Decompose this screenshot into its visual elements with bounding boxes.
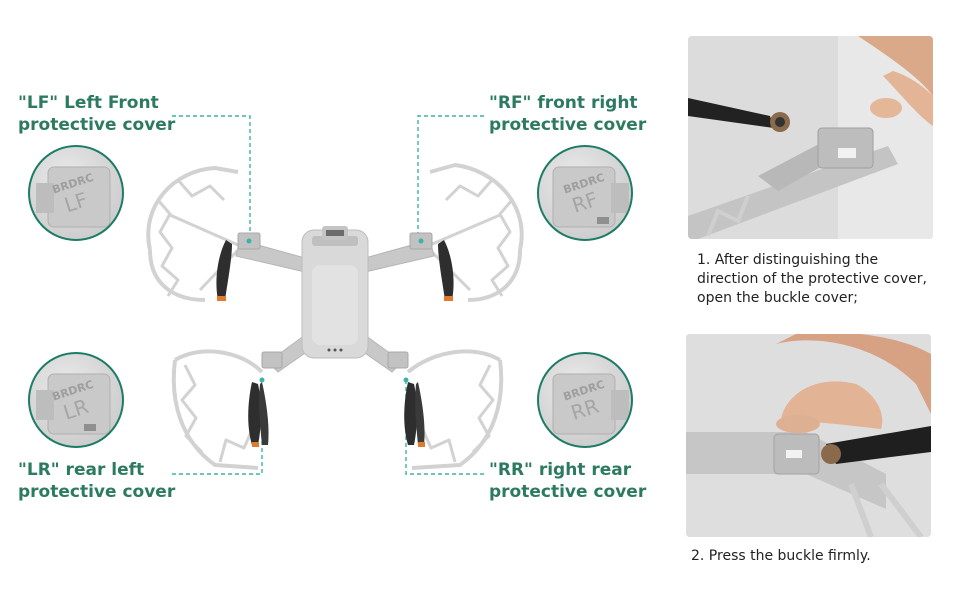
label-lf-line2: protective cover	[18, 115, 176, 135]
step2-photo	[686, 334, 931, 537]
cover-rr-icon: BRDRC RR	[552, 373, 629, 435]
propellers	[216, 240, 454, 447]
guard-lr	[171, 349, 264, 470]
step2-caption: 2. Press the buckle firmly.	[691, 547, 871, 566]
label-lr-line2: protective cover	[18, 482, 176, 502]
cover-rf-icon: BRDRC RF	[552, 166, 629, 228]
label-rr: "RR" right rear protective cover	[489, 459, 646, 503]
step1-illustration	[688, 36, 933, 239]
drone-body	[301, 226, 369, 359]
zoom-lr: BRDRC LR	[28, 352, 124, 448]
step2-illustration	[686, 334, 931, 537]
label-rf: "RF" front right protective cover	[489, 92, 646, 136]
cover-lf-icon: BRDRC LF	[36, 166, 111, 228]
step1-caption: 1. After distinguishing the direction of…	[697, 251, 927, 308]
label-lr: "LR" rear left protective cover	[18, 459, 175, 503]
label-rf-line2: protective cover	[489, 115, 647, 135]
guard-rf	[429, 163, 524, 302]
step1-line1: 1. After distinguishing the	[697, 252, 879, 268]
step1-line2: direction of the protective cover,	[697, 271, 927, 287]
cover-lr-icon: BRDRC LR	[36, 373, 111, 435]
label-rf-line1: "RF" front right	[489, 93, 638, 113]
drone-illustration	[146, 163, 524, 470]
step1-photo	[688, 36, 933, 239]
label-rr-line2: protective cover	[489, 482, 647, 502]
label-lr-line1: "LR" rear left	[18, 460, 145, 480]
step2-line1: 2. Press the buckle firmly.	[691, 548, 871, 564]
label-rr-line1: "RR" right rear	[489, 460, 632, 480]
zoom-rr: BRDRC RR	[537, 352, 633, 448]
guard-rr	[406, 349, 504, 470]
label-lf-line1: "LF" Left Front	[18, 93, 159, 113]
label-lf: "LF" Left Front protective cover	[18, 92, 175, 136]
guard-lf	[146, 166, 239, 302]
zoom-lf: BRDRC LF	[28, 145, 124, 241]
zoom-rf: BRDRC RF	[537, 145, 633, 241]
step1-line3: open the buckle cover;	[697, 290, 858, 306]
